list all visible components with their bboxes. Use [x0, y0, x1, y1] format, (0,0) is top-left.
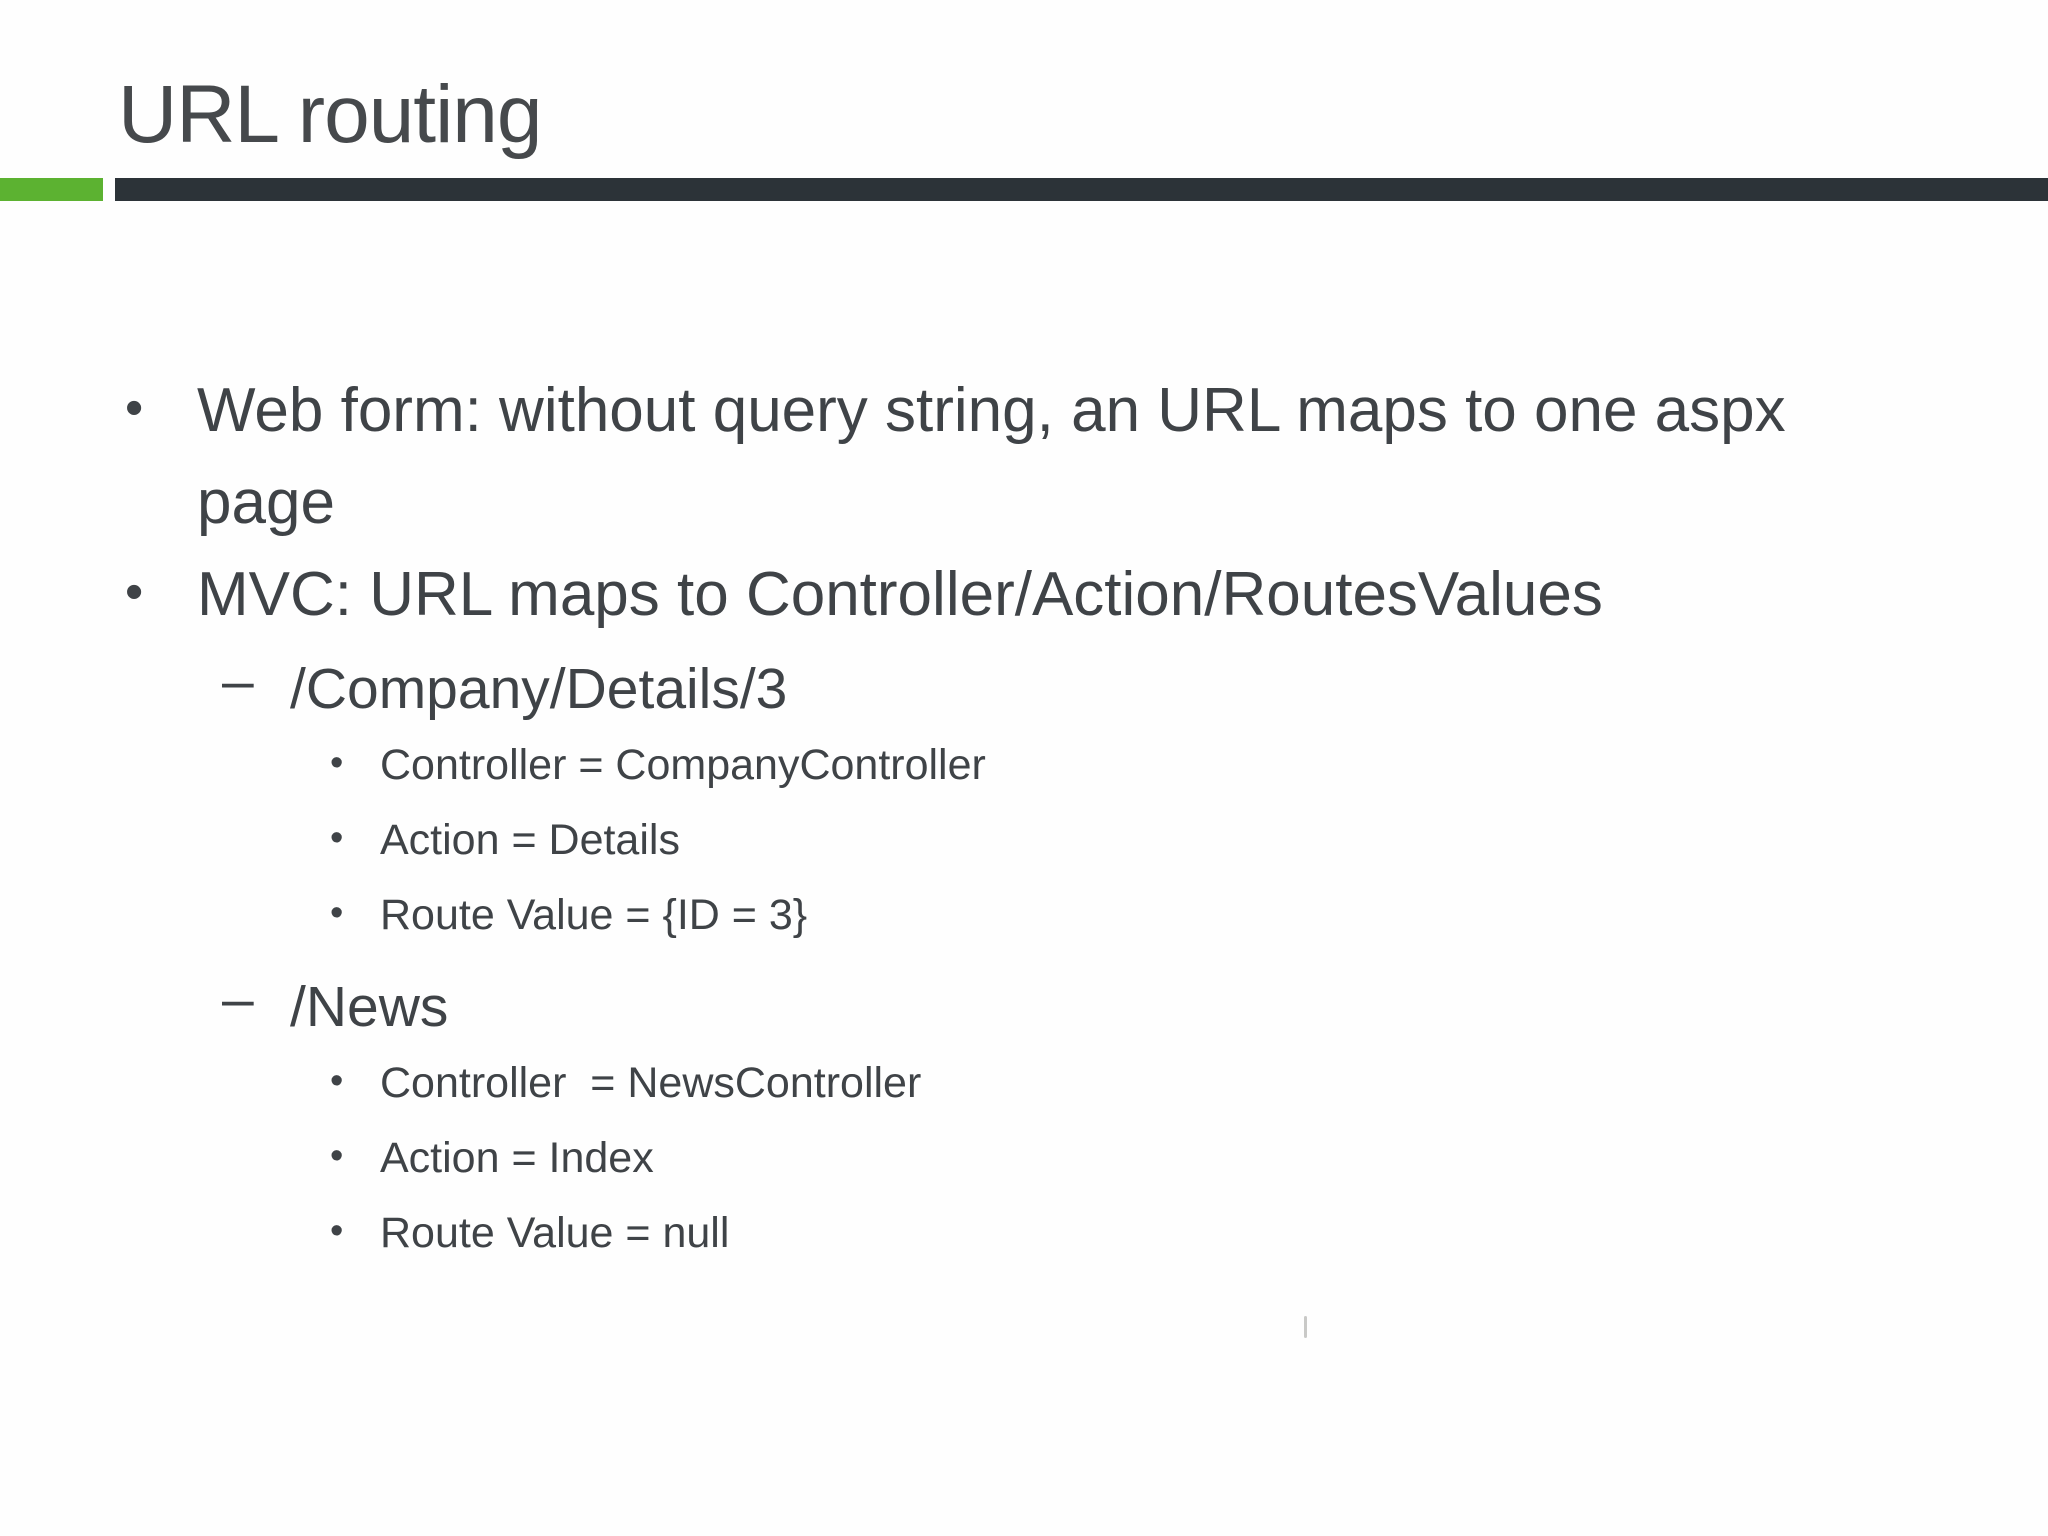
bullet-icon: • [330, 1210, 344, 1252]
bullet-icon: • [125, 563, 144, 621]
bullet-item-action-details: • Action = Details [0, 804, 2048, 879]
bullet-icon: • [330, 817, 344, 859]
bullet-item-company-controller: • Controller = CompanyController [0, 729, 2048, 804]
accent-bar-green-segment [0, 178, 103, 201]
bullet-text-line: page [197, 468, 335, 537]
bullet-text-line: MVC: URL maps to Controller/Action/Route… [197, 560, 1603, 629]
bullet-icon: • [330, 892, 344, 934]
bullet-icon: • [125, 379, 144, 437]
bullet-item-route-value-null: • Route Value = null [0, 1197, 2048, 1272]
bullet-text-line: Route Value = null [380, 1209, 730, 1257]
bullet-icon: • [330, 742, 344, 784]
bullet-text-block: Web form: without query string, an URL m… [197, 365, 1786, 549]
bullet-text-line: Controller = CompanyController [380, 741, 986, 789]
bullet-text-line: /News [290, 975, 449, 1039]
accent-bar [0, 178, 2048, 201]
bullet-text-line: Controller = NewsController [380, 1059, 922, 1107]
bullet-item-news-controller: • Controller = NewsController [0, 1047, 2048, 1122]
bullet-item-news: – /News [0, 967, 2048, 1047]
bullet-item-company-details: – /Company/Details/3 [0, 649, 2048, 729]
bullet-text-line: Action = Index [380, 1134, 654, 1182]
bullet-text-line: Action = Details [380, 816, 680, 864]
bullet-item-web-form: • Web form: without query string, an URL… [0, 365, 2048, 549]
bullet-item-action-index: • Action = Index [0, 1122, 2048, 1197]
dash-icon: – [222, 967, 254, 1031]
bullet-item-route-value-id: • Route Value = {ID = 3} [0, 879, 2048, 954]
bullet-text-line: Web form: without query string, an URL m… [197, 376, 1786, 445]
bullet-text-line: /Company/Details/3 [290, 657, 788, 721]
bullet-icon: • [330, 1060, 344, 1102]
slide-title: URL routing [118, 69, 543, 160]
accent-bar-dark-segment [115, 178, 2048, 201]
dash-icon: – [222, 649, 254, 713]
bullet-icon: • [330, 1135, 344, 1177]
faint-artifact-mark [1304, 1316, 1307, 1338]
bullet-item-mvc: • MVC: URL maps to Controller/Action/Rou… [0, 549, 2048, 644]
bullet-text-line: Route Value = {ID = 3} [380, 891, 808, 939]
bullet-list: • Web form: without query string, an URL… [0, 365, 2048, 1272]
